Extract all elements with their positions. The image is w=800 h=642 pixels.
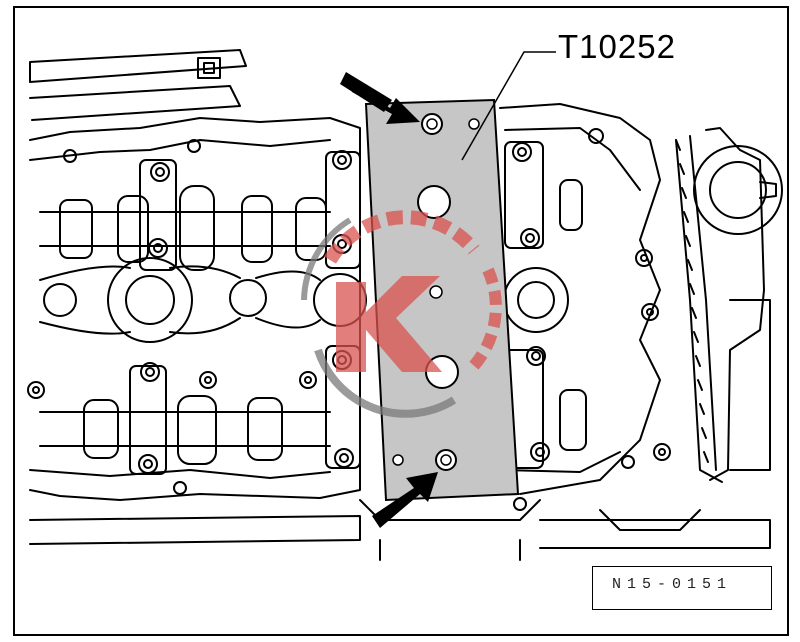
pointer-arrow-lower-icon [372, 472, 438, 528]
pointer-arrow-upper-icon [340, 72, 420, 124]
camshaft-lower-left [39, 395, 331, 465]
bearing-caps-left [27, 139, 361, 495]
reference-code: N15-0151 [612, 576, 733, 593]
cylinder-head-left [29, 117, 361, 545]
camshaft-upper-left [39, 185, 331, 271]
tool-callout-label: T10252 [558, 28, 676, 65]
callout-leader-line [461, 51, 556, 161]
reference-code-box [592, 566, 772, 610]
k-logo-watermark-icon [301, 210, 502, 418]
lower-housing [359, 499, 771, 561]
timing-chain [675, 127, 783, 483]
tool-plate-t10252 [364, 98, 520, 502]
cylinder-head-right [499, 103, 671, 511]
upper-bracket [29, 49, 247, 121]
